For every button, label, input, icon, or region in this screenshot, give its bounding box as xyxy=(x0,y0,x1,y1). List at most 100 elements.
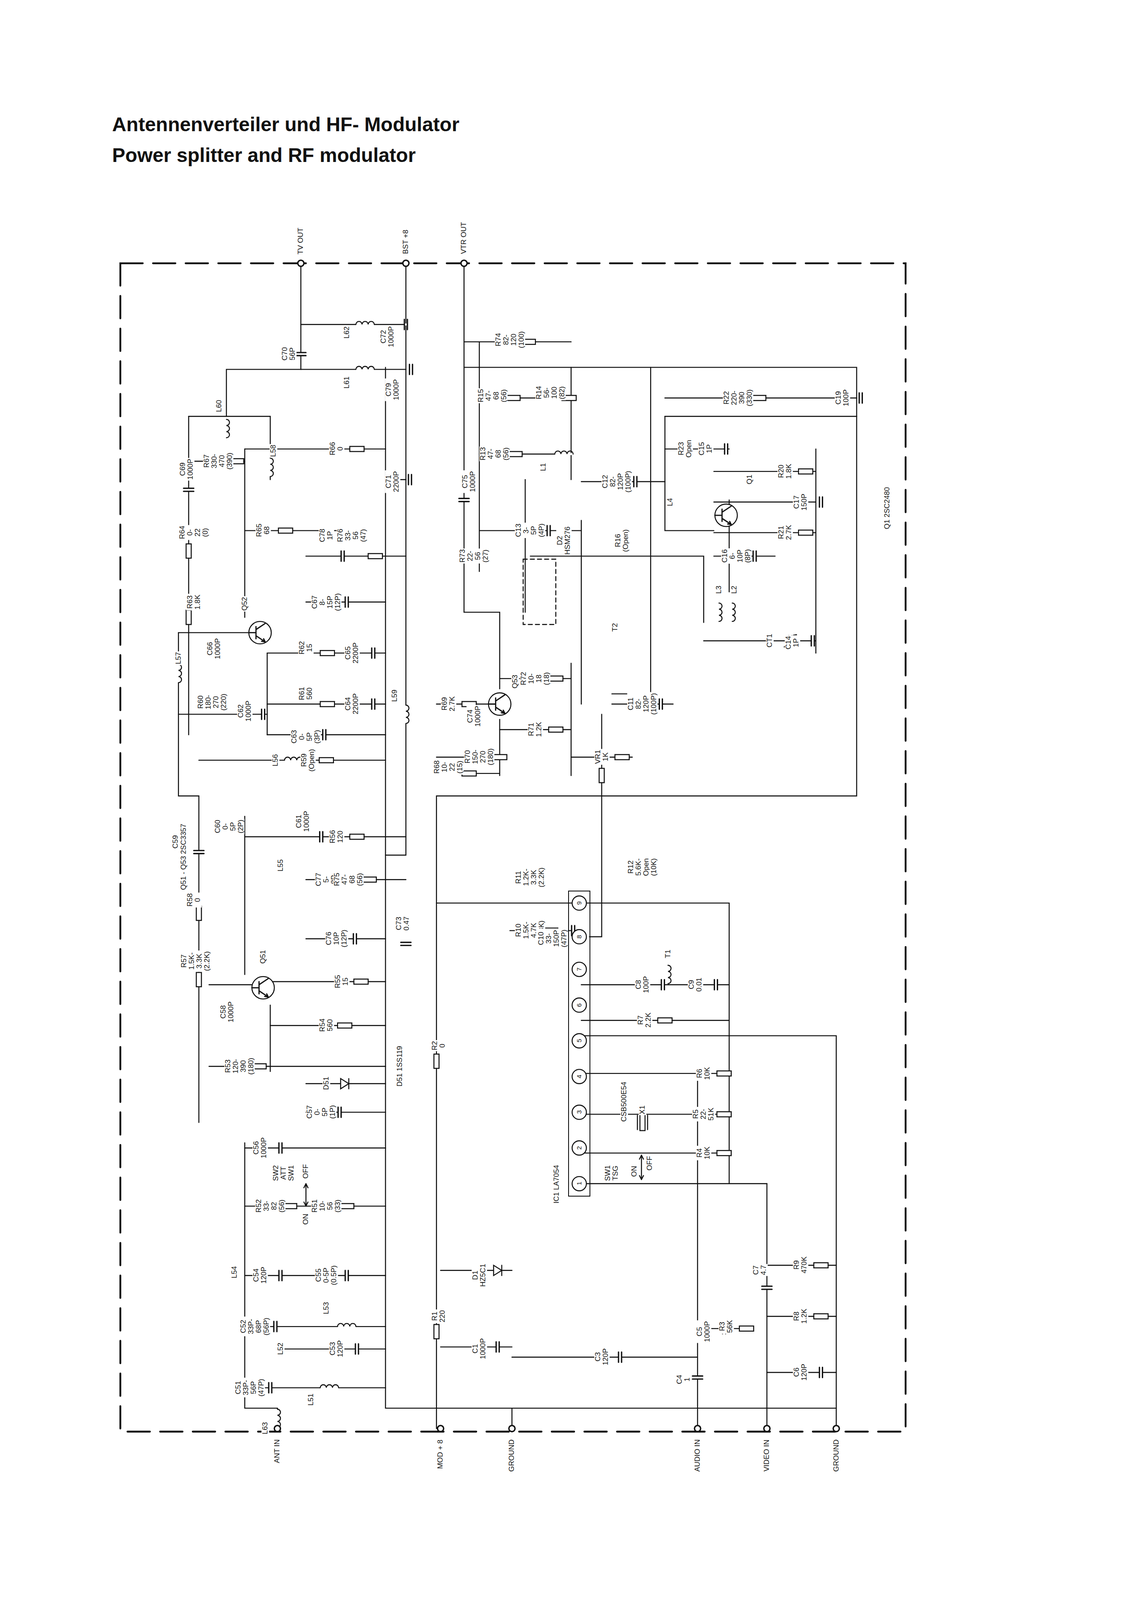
terminal-dot xyxy=(402,260,409,267)
component-symbol xyxy=(320,701,335,707)
switch-arrow xyxy=(303,1183,308,1206)
inductor-symbol xyxy=(178,663,182,683)
component-symbol xyxy=(714,979,718,990)
pin-circle xyxy=(571,1068,587,1083)
component-symbol xyxy=(186,609,192,625)
component-symbol xyxy=(715,504,738,527)
wire xyxy=(436,367,857,1429)
component-label: C10 33-150P (47P) xyxy=(537,928,568,949)
component-label: C57 0-5P (1P) xyxy=(305,1103,337,1120)
component-label: Q53 xyxy=(511,673,520,690)
component-label: L53 xyxy=(322,1300,331,1314)
crystal-symbol xyxy=(639,1113,646,1130)
inductor-symbol xyxy=(355,321,375,325)
component-label: C7 4.7 xyxy=(752,1263,768,1276)
pin-number: 8 xyxy=(575,934,583,938)
wire xyxy=(305,555,406,557)
component-label: L56 xyxy=(271,752,280,767)
capacitor-symbol xyxy=(355,1343,359,1354)
resistor-symbol xyxy=(657,1017,672,1023)
wire xyxy=(580,520,582,704)
wire xyxy=(300,368,406,370)
wire xyxy=(266,652,268,735)
component-label: C13 3-5P (4P) xyxy=(515,522,546,538)
component-symbol xyxy=(692,1375,703,1379)
component-label: C3 120P xyxy=(594,1346,610,1366)
terminal-label: MOD + 8 xyxy=(436,1437,445,1470)
component-label: C51 33P-56P (47P) xyxy=(234,1377,265,1397)
resistor-symbol xyxy=(716,1070,731,1076)
component-symbol xyxy=(295,352,306,356)
resistor-symbol xyxy=(548,675,563,681)
component-symbol xyxy=(657,1017,672,1023)
transistor-symbol xyxy=(249,623,266,642)
wire xyxy=(244,835,406,837)
component-label: R65 68 xyxy=(255,522,271,538)
component-label: CSB500E54 xyxy=(620,1080,628,1123)
component-label: R53 120-390 (180) xyxy=(224,1056,255,1076)
component-symbol xyxy=(196,972,202,987)
component-label: C5 1000P xyxy=(695,1319,712,1343)
pin-circle xyxy=(571,895,587,910)
wire xyxy=(581,1035,837,1408)
pin-number: 9 xyxy=(575,900,583,905)
capacitor-symbol xyxy=(409,363,413,375)
pin-number: 5 xyxy=(575,1038,583,1042)
pin-circle xyxy=(571,1104,587,1119)
component-label: R11 1.2K-3.3K (2.2K) xyxy=(515,866,546,888)
capacitor-symbol xyxy=(353,933,357,944)
component-label: C78 1P xyxy=(318,527,335,543)
resistor-symbol xyxy=(434,1053,440,1068)
capacitor-symbol xyxy=(724,443,728,455)
terminal-dot xyxy=(832,1425,839,1432)
terminal-label: TV OUT xyxy=(296,226,305,256)
component-symbol xyxy=(599,768,605,783)
wire xyxy=(815,448,817,654)
inductor-symbol xyxy=(732,602,736,622)
line-gap xyxy=(337,1325,356,1328)
wire xyxy=(178,632,200,1122)
inductor-symbol xyxy=(320,1384,339,1388)
capacitor-symbol xyxy=(268,1381,272,1393)
component-symbol xyxy=(319,831,323,842)
line-gap xyxy=(320,1386,339,1389)
component-label: C55 0-5P (0.5P) xyxy=(314,1263,338,1286)
transistor-symbol xyxy=(488,692,512,716)
component-label: R76 33-56 (47) xyxy=(336,527,367,543)
capacitor-symbol xyxy=(278,1269,282,1281)
component-label: C9 0.01 xyxy=(687,976,704,992)
component-symbol xyxy=(615,754,630,760)
capacitor-symbol xyxy=(400,941,411,945)
transistor-symbol xyxy=(715,505,732,525)
capacitor-symbol xyxy=(458,498,470,502)
wire xyxy=(570,367,572,480)
component-symbol xyxy=(322,729,326,740)
component-label: C67 8-15P (12P) xyxy=(310,592,342,612)
component-symbol xyxy=(492,754,507,760)
component-symbol xyxy=(434,1053,440,1068)
capacitor-symbol xyxy=(633,476,637,487)
capacitor-symbol xyxy=(753,550,757,561)
pin-number: 4 xyxy=(575,1074,583,1078)
component-label: C1 1000P xyxy=(471,1337,487,1360)
component-label: C54 120P xyxy=(252,1265,268,1285)
component-label: C63 0-5P (3P) xyxy=(290,728,322,745)
resistor-symbol xyxy=(320,701,335,707)
component-symbol xyxy=(278,527,293,534)
resistor-symbol xyxy=(434,1323,440,1338)
switch-arrow xyxy=(639,1154,644,1179)
component-label: C15 1P xyxy=(697,441,714,457)
component-label: R66 0 xyxy=(328,441,345,457)
resistor-symbol xyxy=(319,757,334,763)
pin-number: 6 xyxy=(575,1002,583,1006)
component-label: C70 56P xyxy=(281,346,297,362)
component-label: C62 1000P xyxy=(237,699,253,722)
component-symbol xyxy=(368,553,383,559)
pin-circle xyxy=(571,961,587,977)
line-gap xyxy=(355,323,375,326)
transistor-symbol xyxy=(252,976,275,999)
component-symbol xyxy=(434,1323,440,1338)
component-symbol xyxy=(225,419,230,438)
component-label: T1 xyxy=(664,948,672,959)
